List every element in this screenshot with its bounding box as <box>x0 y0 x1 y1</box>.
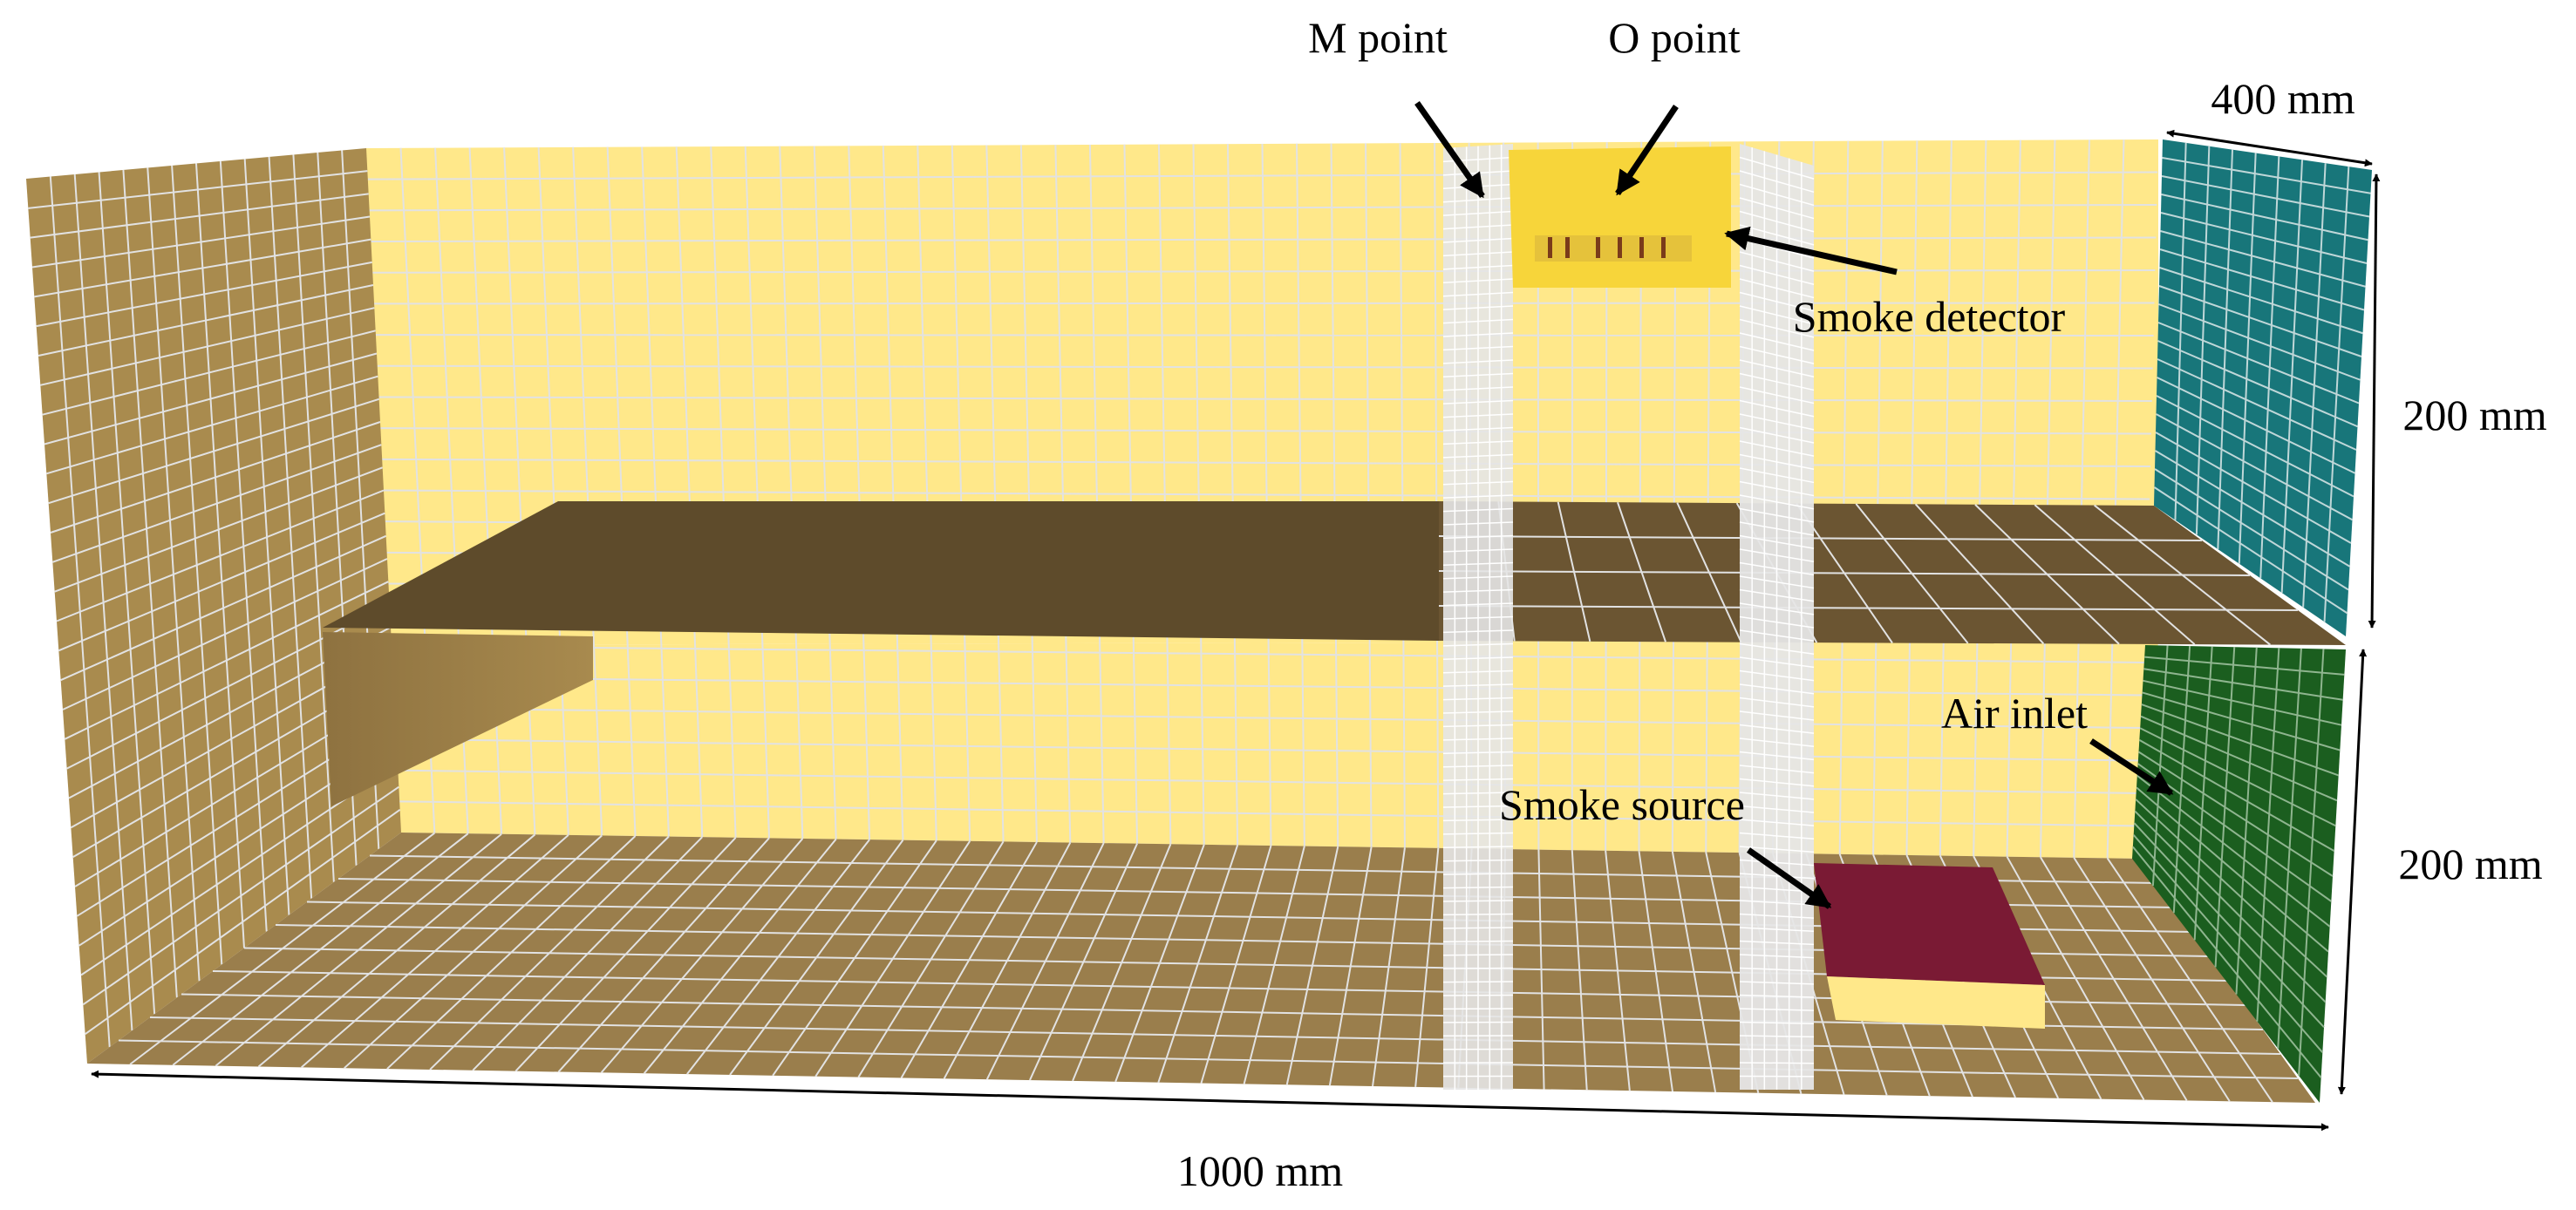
o-point-label: O point <box>1608 13 1741 62</box>
lower-height-dimension-label: 200 mm <box>2398 840 2542 888</box>
length-dimension-label: 1000 mm <box>1177 1146 1343 1195</box>
pointer-arrows <box>1414 100 2174 909</box>
slab-support <box>323 632 593 806</box>
upper-opening <box>2153 139 2372 636</box>
back-wall <box>331 139 2158 859</box>
air-inlet-label: Air inlet <box>1941 689 2088 738</box>
smoke-source-label: Smoke source <box>1499 780 1745 829</box>
ceiling-slab <box>323 501 2346 646</box>
left-side-wall <box>26 148 401 1064</box>
m-point-label: M point <box>1308 13 1448 62</box>
upper-height-dimension-label: 200 mm <box>2402 391 2546 439</box>
smoke-detector-label: Smoke detector <box>1793 292 2066 341</box>
smoke-detector <box>1509 146 1731 288</box>
dimension-lines <box>91 129 2381 1132</box>
annotation-labels: M point O point Smoke detector Air inlet… <box>1177 13 2547 1195</box>
depth-dimension-label: 400 mm <box>2211 74 2355 123</box>
smoke-source <box>1814 863 2045 1029</box>
air-inlet-wall <box>2132 645 2346 1103</box>
